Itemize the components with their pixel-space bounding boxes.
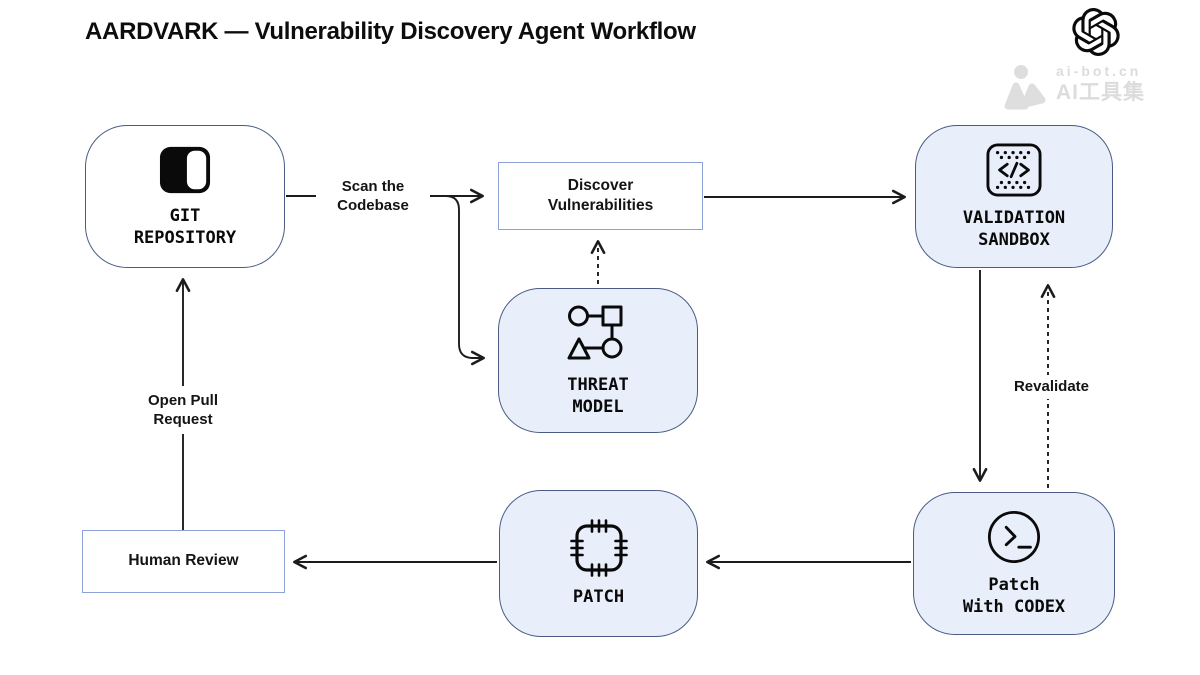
node-threat-model: THREAT MODEL	[498, 288, 698, 433]
node-patch: PATCH	[499, 490, 698, 637]
openai-logo-icon	[1072, 8, 1120, 56]
edge-label-scan-the-codebase: Scan the Codebase	[316, 172, 430, 220]
watermark-logo-icon	[1004, 65, 1046, 110]
terminal-icon	[987, 510, 1041, 563]
watermark-text: ai-bot.cn AI工具集	[1056, 64, 1145, 103]
sandbox-code-icon	[986, 143, 1042, 197]
node-label-patch: PATCH	[572, 586, 625, 607]
repository-icon	[159, 146, 211, 194]
watermark-line1: ai-bot.cn	[1056, 63, 1142, 79]
node-label-discover-vulnerabilities: Discover Vulnerabilities	[547, 176, 654, 214]
node-validation-sandbox: VALIDATION SANDBOX	[915, 125, 1113, 268]
node-label-validation-sandbox: VALIDATION SANDBOX	[962, 207, 1066, 250]
node-label-git-repository: GIT REPOSITORY	[133, 205, 237, 248]
threat-graph-icon	[567, 305, 623, 360]
node-label-human-review: Human Review	[128, 552, 239, 570]
node-discover-vulnerabilities: Discover Vulnerabilities	[498, 162, 703, 230]
edge-label-revalidate: Revalidate	[1000, 375, 1103, 399]
node-git-repository: GIT REPOSITORY	[85, 125, 285, 268]
page-title: AARDVARK — Vulnerability Discovery Agent…	[85, 18, 696, 45]
patch-stitch-icon	[569, 519, 628, 577]
node-patch-with-codex: Patch With CODEX	[913, 492, 1115, 635]
watermark: ai-bot.cn AI工具集	[1000, 62, 1160, 112]
edge-scan-branch-to-threat-model	[445, 195, 485, 366]
node-human-review: Human Review	[82, 530, 285, 593]
openai-logo	[1072, 8, 1120, 56]
node-label-patch-with-codex: Patch With CODEX	[962, 574, 1066, 617]
edge-label-open-pull-request: Open Pull Request	[126, 386, 240, 434]
watermark-line2: AI工具集	[1056, 81, 1145, 104]
node-label-threat-model: THREAT MODEL	[567, 374, 629, 417]
